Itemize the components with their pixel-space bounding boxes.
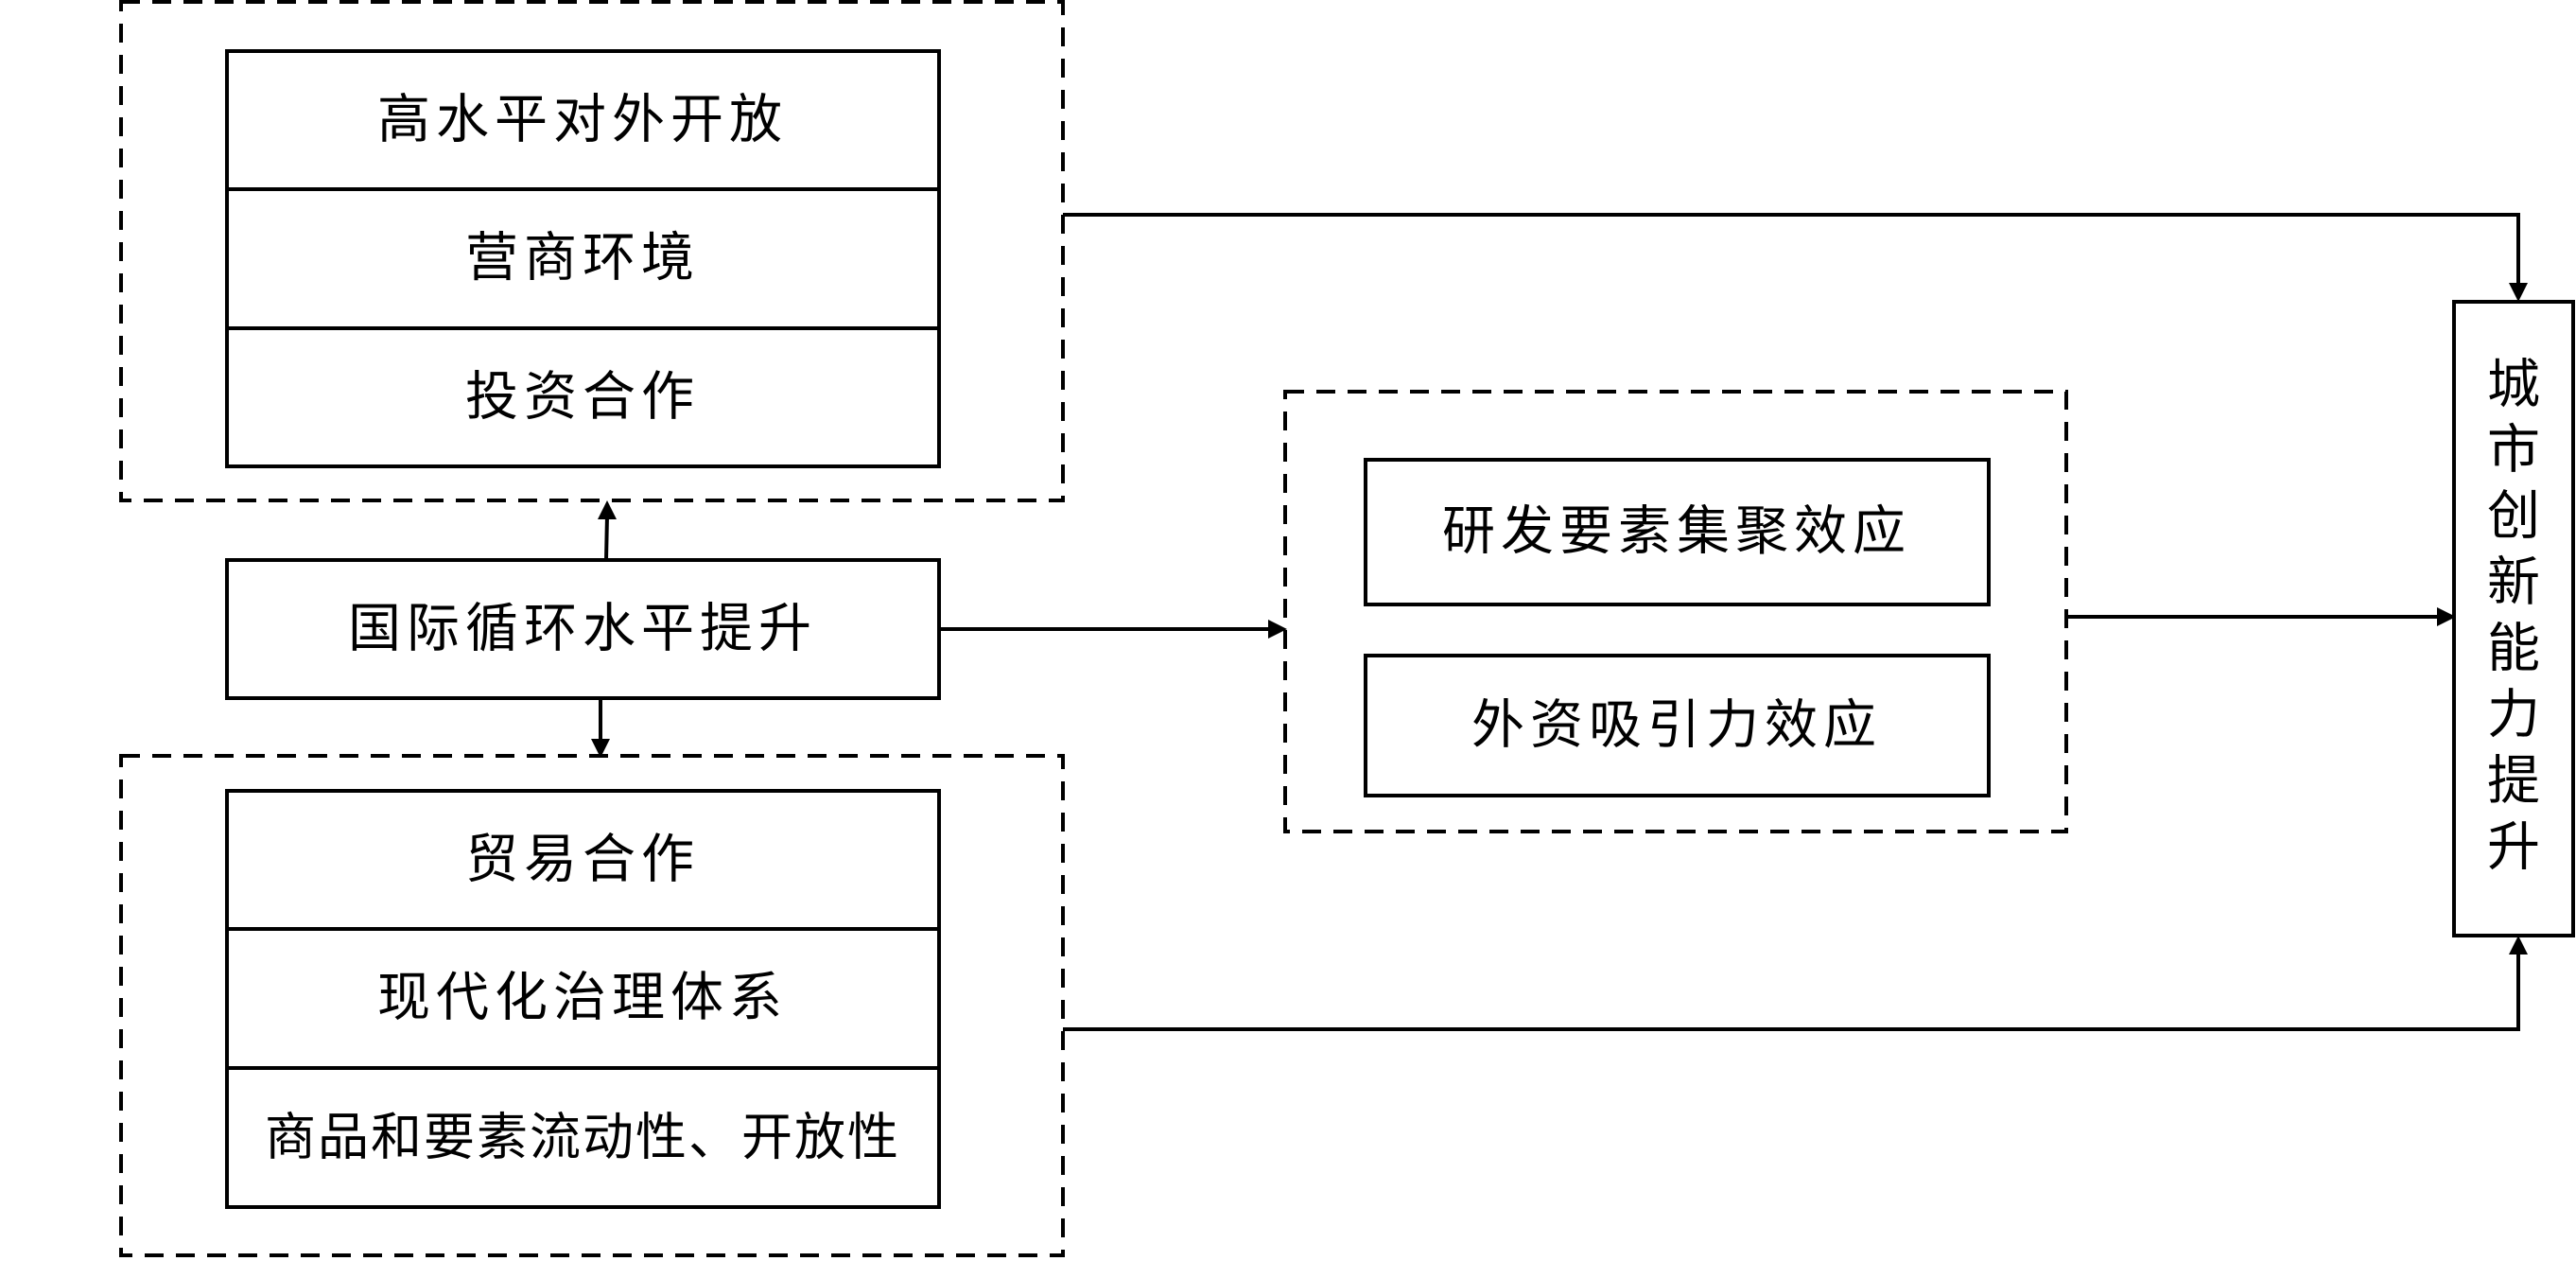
effects-group: 研发要素集聚效应 外资吸引力效应 bbox=[1283, 390, 2068, 833]
target-char-5: 能 bbox=[2487, 619, 2540, 680]
effect-label-fdi: 外资吸引力效应 bbox=[1471, 695, 1882, 757]
target-char-4: 新 bbox=[2487, 552, 2540, 614]
connectors bbox=[591, 213, 2528, 1031]
top-group-frame bbox=[119, 0, 1065, 502]
effects-group-frame bbox=[1283, 390, 2068, 833]
top-factor-label-3: 投资合作 bbox=[465, 367, 700, 429]
arrowhead-right-effects bbox=[1268, 620, 1287, 639]
bottom-factor-label-3: 商品和要素流动性、开放性 bbox=[265, 1108, 900, 1167]
top-factor-label-2: 营商环境 bbox=[465, 228, 700, 289]
target-node: 城 市 创 新 能 力 提 升 bbox=[2452, 300, 2575, 937]
source-node-label: 国际循环水平提升 bbox=[348, 599, 817, 660]
effect-label-rd: 研发要素集聚效应 bbox=[1442, 501, 1911, 563]
arrowhead-right-target bbox=[2437, 607, 2456, 626]
bottom-factor-group: 贸易合作 现代化治理体系 商品和要素流动性、开放性 bbox=[119, 754, 1065, 1257]
target-char-7: 提 bbox=[2487, 751, 2540, 813]
bottom-factor-stack bbox=[225, 789, 941, 1209]
source-node: 国际循环水平提升 bbox=[225, 558, 941, 700]
arrowhead-up-target bbox=[2509, 936, 2528, 955]
target-char-1: 城 bbox=[2487, 355, 2540, 416]
connector-top-to-target bbox=[1063, 213, 2520, 287]
bottom-group-frame bbox=[119, 754, 1065, 1257]
connector-bottom-to-target bbox=[1063, 951, 2520, 1031]
top-factor-group: 高水平对外开放 营商环境 投资合作 bbox=[119, 0, 1065, 502]
connector-source-to-top bbox=[604, 515, 609, 561]
arrowhead-up-top-group bbox=[598, 500, 617, 519]
bottom-factor-label-1: 贸易合作 bbox=[465, 830, 700, 891]
target-char-6: 力 bbox=[2487, 685, 2540, 746]
target-node-box bbox=[2452, 300, 2575, 937]
arrowhead-down-bottom-group bbox=[591, 739, 610, 758]
effect-box-fdi bbox=[1364, 654, 1991, 797]
bottom-factor-label-2: 现代化治理体系 bbox=[377, 968, 788, 1029]
target-char-8: 升 bbox=[2487, 817, 2540, 879]
target-char-3: 创 bbox=[2487, 486, 2540, 548]
effect-box-rd bbox=[1364, 458, 1991, 606]
target-char-2: 市 bbox=[2487, 420, 2540, 482]
arrowhead-down-target bbox=[2509, 283, 2528, 302]
top-factor-label-1: 高水平对外开放 bbox=[377, 90, 788, 151]
top-factor-stack bbox=[225, 49, 941, 468]
